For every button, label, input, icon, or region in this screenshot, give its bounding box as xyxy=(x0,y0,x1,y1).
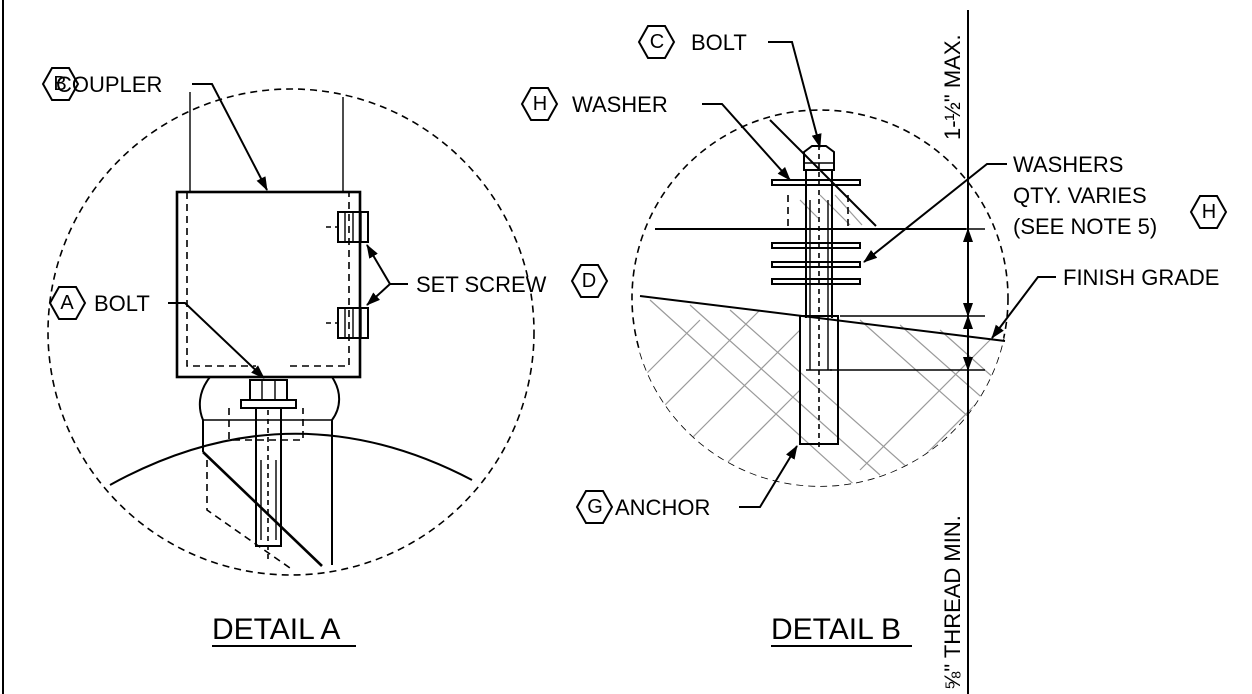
set-screw-lower xyxy=(326,307,369,339)
bolt-c-leader xyxy=(768,41,822,148)
bolt-a-leader xyxy=(168,302,265,379)
bolt-a-bore xyxy=(228,408,304,441)
tag-c-letter: C xyxy=(650,31,664,53)
washers-line-3: (SEE NOTE 5) xyxy=(1013,214,1157,239)
set-screw-leader-upper xyxy=(366,244,408,285)
bolt-a-washer xyxy=(240,399,297,409)
bolt-c-label: BOLT xyxy=(691,30,747,55)
base-plate-slope xyxy=(769,119,877,227)
tag-a-letter: A xyxy=(60,292,74,314)
tag-b-letter: B xyxy=(53,73,66,95)
washer-top xyxy=(771,179,861,186)
coupler-hidden-lines xyxy=(186,192,350,367)
callout-anchor: G ANCHOR xyxy=(575,445,798,524)
bolt-a-head xyxy=(249,379,288,401)
callout-bolt-c: C BOLT xyxy=(637,25,822,148)
bolt-a-label: BOLT xyxy=(94,291,150,316)
callout-bolt-a: A BOLT xyxy=(48,286,265,379)
tag-a-hex xyxy=(48,286,87,320)
anchor-sleeve xyxy=(799,315,839,445)
washer-label: WASHER xyxy=(572,92,668,117)
callout-coupler: B COUPLER xyxy=(41,67,268,191)
base-plate-hidden xyxy=(787,195,849,229)
washer-1 xyxy=(771,242,861,249)
callout-washer: H WASHER xyxy=(520,87,791,181)
base-arc xyxy=(109,432,473,486)
tag-g-letter: G xyxy=(587,496,603,518)
tag-h2-hex xyxy=(1189,195,1228,229)
detail-a: B COUPLER A BOLT SET SCREW D DETAIL A xyxy=(41,67,609,647)
neck-left xyxy=(198,376,211,452)
tag-h2-letter: H xyxy=(1202,201,1216,223)
tag-h-hex xyxy=(520,87,559,121)
detail-b: 1-½" MAX. ⅝" THREAD MIN. C BOLT H WASHER… xyxy=(520,10,1228,694)
washer-3 xyxy=(771,278,861,285)
coupler-body xyxy=(175,190,362,379)
anchor-leader xyxy=(739,445,798,508)
anchor-label: ANCHOR xyxy=(615,495,710,520)
finish-grade-label: FINISH GRADE xyxy=(1063,265,1219,290)
washers-line-1: WASHERS xyxy=(1013,152,1123,177)
coupler-label: COUPLER xyxy=(56,72,162,97)
set-screw-leader-lower xyxy=(366,283,391,306)
washer-2 xyxy=(771,261,861,268)
detail-b-boundary xyxy=(631,109,1009,487)
base-hidden xyxy=(206,460,291,569)
finish-grade-leader xyxy=(991,276,1056,339)
ground-hatch xyxy=(639,194,1006,486)
tag-h-letter: H xyxy=(533,93,547,115)
callout-finish-grade: FINISH GRADE xyxy=(991,265,1219,339)
coupler-leader xyxy=(192,83,268,191)
tag-d-letter: D xyxy=(582,270,596,292)
tag-b-hex xyxy=(41,67,80,101)
detail-a-boundary xyxy=(47,88,535,576)
detail-b-title: DETAIL B xyxy=(771,613,901,646)
callout-washers: WASHERS QTY. VARIES (SEE NOTE 5) H xyxy=(863,152,1228,263)
tag-c-hex xyxy=(637,25,676,59)
dim-max-text: 1-½" MAX. xyxy=(940,34,965,140)
dim-thread-text: ⅝" THREAD MIN. xyxy=(940,515,965,690)
callout-set-screw: SET SCREW D xyxy=(366,244,609,306)
neck-right xyxy=(331,376,341,565)
finish-grade-line xyxy=(639,295,1006,342)
washers-leader xyxy=(863,163,1007,263)
base-diagonal xyxy=(202,451,323,567)
set-screw-label: SET SCREW xyxy=(416,272,547,297)
tag-g-hex xyxy=(575,490,614,524)
washer-leader xyxy=(702,103,791,181)
washers-line-2: QTY. VARIES xyxy=(1013,183,1147,208)
tag-d-hex xyxy=(570,264,609,298)
set-screw-upper xyxy=(326,211,369,243)
detail-a-title: DETAIL A xyxy=(212,613,340,646)
